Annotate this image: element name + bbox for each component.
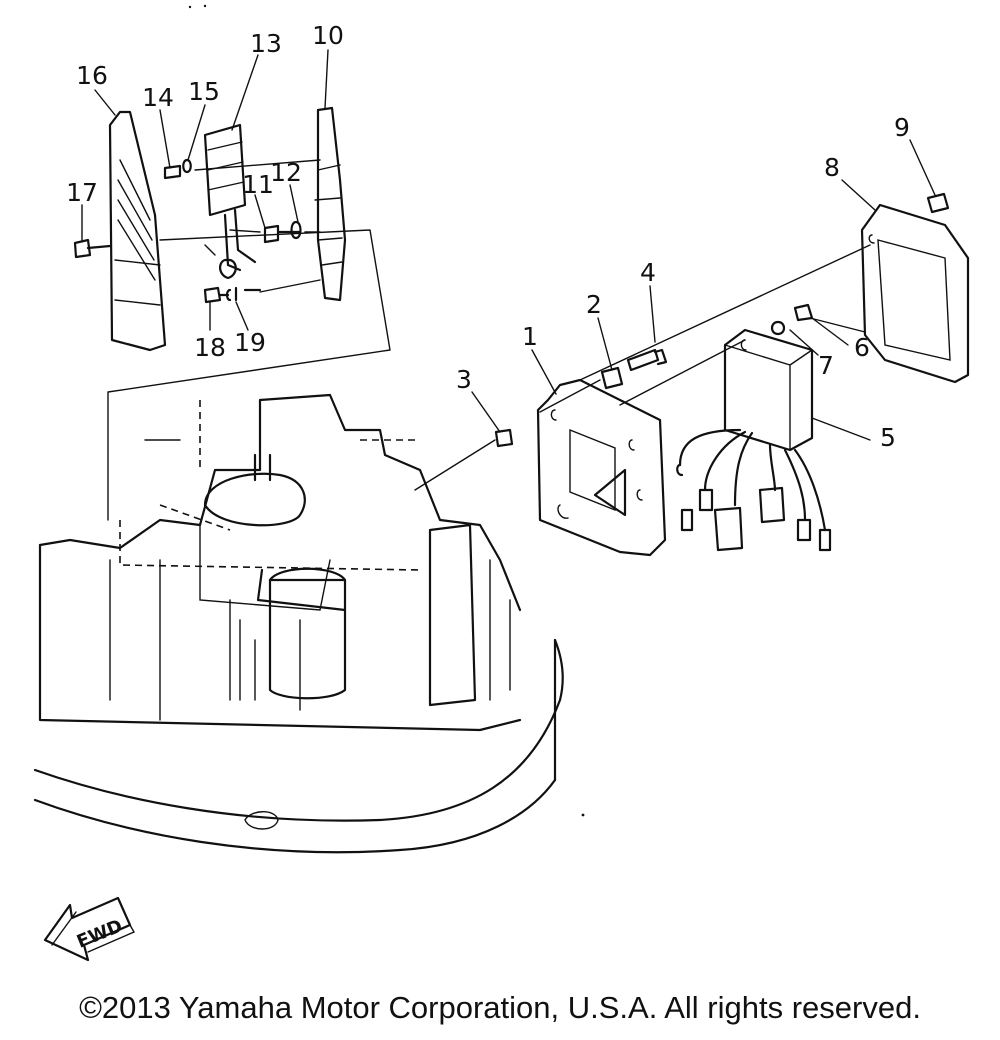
callout-5: 5 xyxy=(880,423,896,452)
copyright-notice: ©2013 Yamaha Motor Corporation, U.S.A. A… xyxy=(79,990,921,1025)
fwd-direction-arrow-icon: FWD xyxy=(43,896,135,962)
cdi-unit-group xyxy=(414,192,970,557)
projection-lines xyxy=(107,229,391,521)
callout-3: 3 xyxy=(456,365,472,394)
leader-lines xyxy=(81,49,936,441)
callout-4: 4 xyxy=(640,258,656,287)
callout-19: 19 xyxy=(234,328,266,357)
callout-7: 7 xyxy=(818,351,834,380)
engine-assembly xyxy=(33,393,564,854)
callout-17: 17 xyxy=(66,178,98,207)
callout-6: 6 xyxy=(854,333,870,362)
callout-2: 2 xyxy=(586,290,602,319)
callout-labels: 1 2 3 4 5 6 7 8 9 10 11 12 13 14 15 16 1… xyxy=(66,21,910,452)
callout-1: 1 xyxy=(522,322,538,351)
callout-18: 18 xyxy=(194,333,226,362)
callout-8: 8 xyxy=(824,153,840,182)
callout-11: 11 xyxy=(242,170,274,199)
callout-15: 15 xyxy=(188,77,220,106)
callout-12: 12 xyxy=(270,158,302,187)
callout-13: 13 xyxy=(250,29,282,58)
callout-10: 10 xyxy=(312,21,344,50)
upper-left-parts xyxy=(73,106,347,352)
callout-9: 9 xyxy=(894,113,910,142)
callout-16: 16 xyxy=(76,61,108,90)
callout-14: 14 xyxy=(142,83,174,112)
scan-specks xyxy=(188,4,585,817)
